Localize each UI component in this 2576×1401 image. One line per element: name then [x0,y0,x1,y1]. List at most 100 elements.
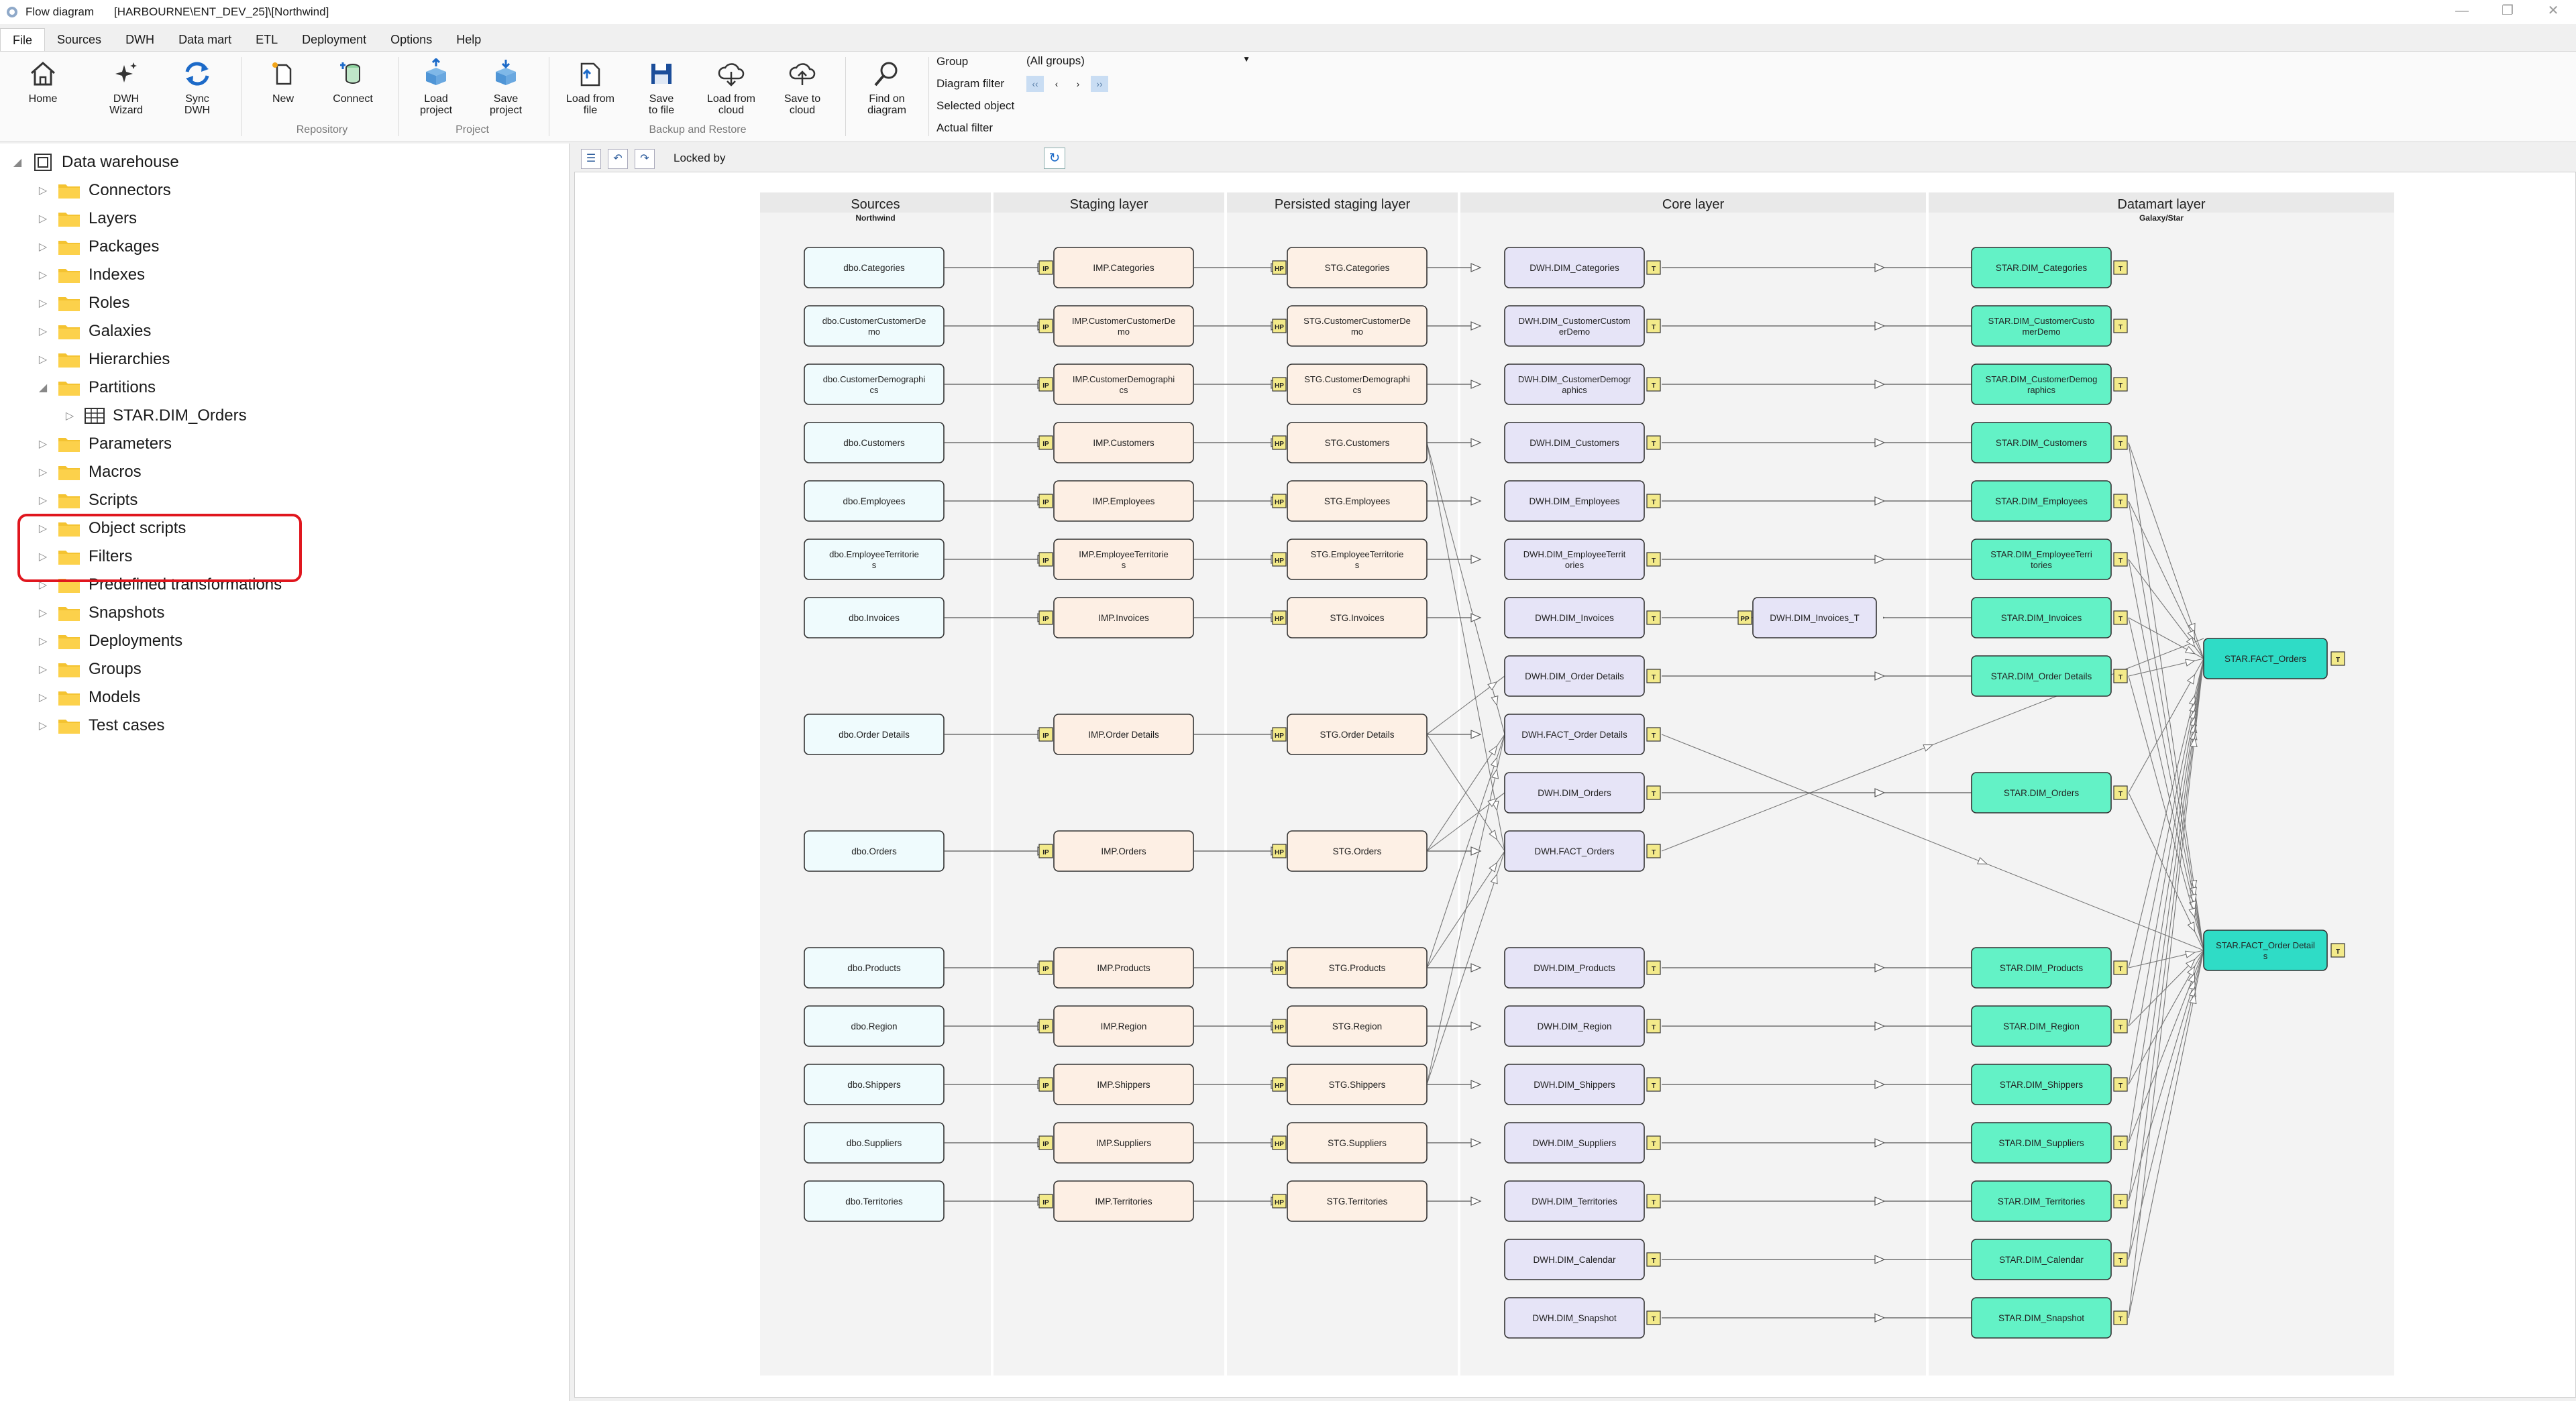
core-node[interactable] [1504,1180,1645,1222]
expand-icon[interactable]: ▷ [38,636,48,647]
tree-item-snapshots[interactable]: ▷Snapshots [35,601,165,625]
tree-item-connectors[interactable]: ▷Connectors [35,178,171,203]
tree-item-parameters[interactable]: ▷Parameters [35,432,172,456]
tree-item-macros[interactable]: ▷Macros [35,460,142,484]
expand-icon[interactable]: ▷ [38,270,48,281]
tree-item-packages[interactable]: ▷Packages [35,235,160,259]
expand-icon[interactable]: ▷ [38,185,48,197]
core-node[interactable] [1504,1005,1645,1047]
core-node[interactable] [1504,947,1645,989]
core-node-invoices-t[interactable] [1752,597,1877,638]
expand-icon[interactable]: ▷ [38,326,48,337]
core-node[interactable] [1504,1122,1645,1164]
collapse-icon[interactable]: ◢ [13,157,22,168]
tree-item-object-scripts[interactable]: ▷Object scripts [35,516,186,541]
expand-icon[interactable]: ▷ [65,410,74,422]
tree-item-models[interactable]: ▷Models [35,685,141,710]
core-node[interactable] [1504,655,1645,697]
expand-icon[interactable]: ▷ [38,523,48,535]
tree-root[interactable]: ◢ Data warehouse [9,150,179,174]
maximize-button[interactable]: ❐ [2502,3,2514,18]
core-node[interactable] [1504,422,1645,463]
tree-item-hierarchies[interactable]: ▷Hierarchies [35,347,170,372]
save-to-cloud-button[interactable]: Save to cloud [769,58,836,116]
tree-item-partitions[interactable]: ◢Partitions [35,376,156,400]
core-node[interactable] [1504,480,1645,522]
expand-icon[interactable]: ▷ [38,579,48,591]
mart-node[interactable] [1971,1297,2112,1339]
expand-icon[interactable]: ▷ [38,241,48,253]
close-button[interactable]: ✕ [2547,3,2559,18]
nav-first-button[interactable]: ‹‹ [1026,76,1044,92]
core-node[interactable] [1504,363,1645,405]
mart-node[interactable] [1971,947,2112,989]
staging-node[interactable] [1053,305,1194,347]
refresh-button[interactable]: ↻ [1044,148,1065,169]
load-project-button[interactable]: Load project [402,58,470,116]
persisted-node[interactable] [1287,305,1428,347]
tree-item-deployments[interactable]: ▷Deployments [35,629,182,653]
mart-node[interactable] [1971,363,2112,405]
tree-item-layers[interactable]: ▷Layers [35,207,137,231]
core-node[interactable] [1504,830,1645,872]
sync-dwh-button[interactable]: Sync DWH [164,58,231,116]
dwh-wizard-button[interactable]: DWH Wizard [93,58,160,116]
mart-node[interactable] [1971,539,2112,580]
mart-node[interactable] [1971,305,2112,347]
core-node[interactable] [1504,772,1645,814]
mart-node[interactable] [1971,247,2112,288]
menu-data-mart[interactable]: Data mart [178,33,232,46]
tree-item-test-cases[interactable]: ▷Test cases [35,714,165,738]
nav-last-button[interactable]: ›› [1091,76,1108,92]
source-node[interactable] [804,305,945,347]
fact-node[interactable] [2203,930,2328,971]
source-node[interactable] [804,539,945,580]
core-node[interactable] [1504,1239,1645,1280]
expand-icon[interactable]: ▷ [38,354,48,366]
collapse-icon[interactable]: ◢ [38,382,48,394]
redo-button[interactable]: ↷ [635,149,655,169]
menu-file[interactable]: File [0,27,46,52]
nav-prev-button[interactable]: ‹ [1055,78,1059,89]
menu-options[interactable]: Options [390,33,433,46]
save-project-button[interactable]: Save project [472,58,539,116]
tree-item-filters[interactable]: ▷Filters [35,545,133,569]
menu-etl[interactable]: ETL [256,33,278,46]
persisted-node[interactable] [1287,363,1428,405]
group-select[interactable]: (All groups) ▼ [1026,54,1250,67]
nav-next-button[interactable]: › [1076,78,1080,89]
find-on-diagram-button[interactable]: Find on diagram [853,58,920,116]
tree-item-scripts[interactable]: ▷Scripts [35,488,138,512]
home-button[interactable]: Home [9,58,76,105]
mart-node[interactable] [1971,1239,2112,1280]
core-node[interactable] [1504,1297,1645,1339]
mart-node[interactable] [1971,655,2112,697]
expand-icon[interactable]: ▷ [38,298,48,309]
menu-deployment[interactable]: Deployment [302,33,367,46]
menu-dwh[interactable]: DWH [125,33,155,46]
connect-button[interactable]: Connect [319,58,386,105]
mart-node[interactable] [1971,1064,2112,1105]
core-node[interactable] [1504,305,1645,347]
expand-icon[interactable]: ▷ [38,720,48,732]
list-view-button[interactable]: ☰ [581,149,601,169]
source-node[interactable] [804,363,945,405]
expand-icon[interactable]: ▷ [38,692,48,704]
load-from-file-button[interactable]: Load from file [557,58,624,116]
menu-sources[interactable]: Sources [57,33,102,46]
expand-icon[interactable]: ▷ [38,608,48,619]
tree-item-groups[interactable]: ▷Groups [35,657,142,681]
core-node[interactable] [1504,1064,1645,1105]
persisted-node[interactable] [1287,539,1428,580]
menu-help[interactable]: Help [456,33,482,46]
mart-node[interactable] [1971,1180,2112,1222]
expand-icon[interactable]: ▷ [38,439,48,450]
mart-node[interactable] [1971,1122,2112,1164]
new-button[interactable]: New [250,58,317,105]
core-node[interactable] [1504,247,1645,288]
tree-item-indexes[interactable]: ▷Indexes [35,263,145,287]
tree-item-galaxies[interactable]: ▷Galaxies [35,319,152,343]
mart-node[interactable] [1971,480,2112,522]
